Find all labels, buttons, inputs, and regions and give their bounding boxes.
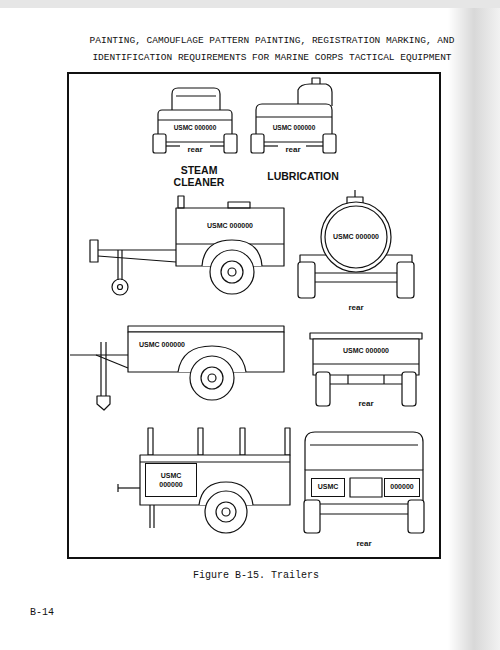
lubrication-rear — [251, 78, 336, 153]
marking-panel: USMC 000000 — [145, 463, 197, 497]
view-label: rear — [347, 304, 364, 313]
trailer-name: STEAM CLEANER — [165, 165, 233, 188]
page-shadow — [448, 0, 500, 650]
tank-trailer-rear — [298, 190, 414, 298]
cargo-trailer-rear — [310, 333, 422, 406]
marking-panel: USMC — [311, 478, 345, 497]
registration-marking: 000000 — [390, 482, 413, 491]
stake-trailer-rear — [304, 432, 424, 533]
registration-number: USMC 000000 — [206, 222, 254, 230]
stake-trailer-side — [118, 428, 290, 533]
trailer-name: LUBRICATION — [266, 171, 340, 183]
blank-panel — [350, 478, 382, 497]
cargo-trailer-side — [70, 326, 284, 410]
page-heading: PAINTING, CAMOUFLAGE PATTERN PAINTING, R… — [62, 32, 482, 66]
marking-panel: 000000 — [384, 478, 420, 497]
registration-marking: USMC — [318, 482, 339, 491]
view-label: rear — [186, 146, 203, 155]
registration-marking: USMC 000000 — [154, 471, 188, 489]
registration-number: USMC 000000 — [342, 347, 390, 355]
registration-number: USMC 000000 — [272, 124, 317, 131]
figure-caption: Figure B-15. Trailers — [193, 570, 319, 581]
steam-cleaner-side — [90, 196, 284, 295]
page-shadow — [0, 0, 500, 8]
registration-number: USMC 000000 — [173, 124, 218, 131]
view-label: rear — [357, 400, 374, 409]
figure-frame — [68, 73, 440, 558]
view-label: rear — [284, 146, 301, 155]
steam-cleaner-rear — [153, 88, 237, 153]
view-label: rear — [355, 540, 372, 549]
page-number: B-14 — [29, 607, 55, 618]
registration-number: USMC 000000 — [138, 341, 186, 349]
registration-number: USMC 000000 — [332, 233, 380, 241]
